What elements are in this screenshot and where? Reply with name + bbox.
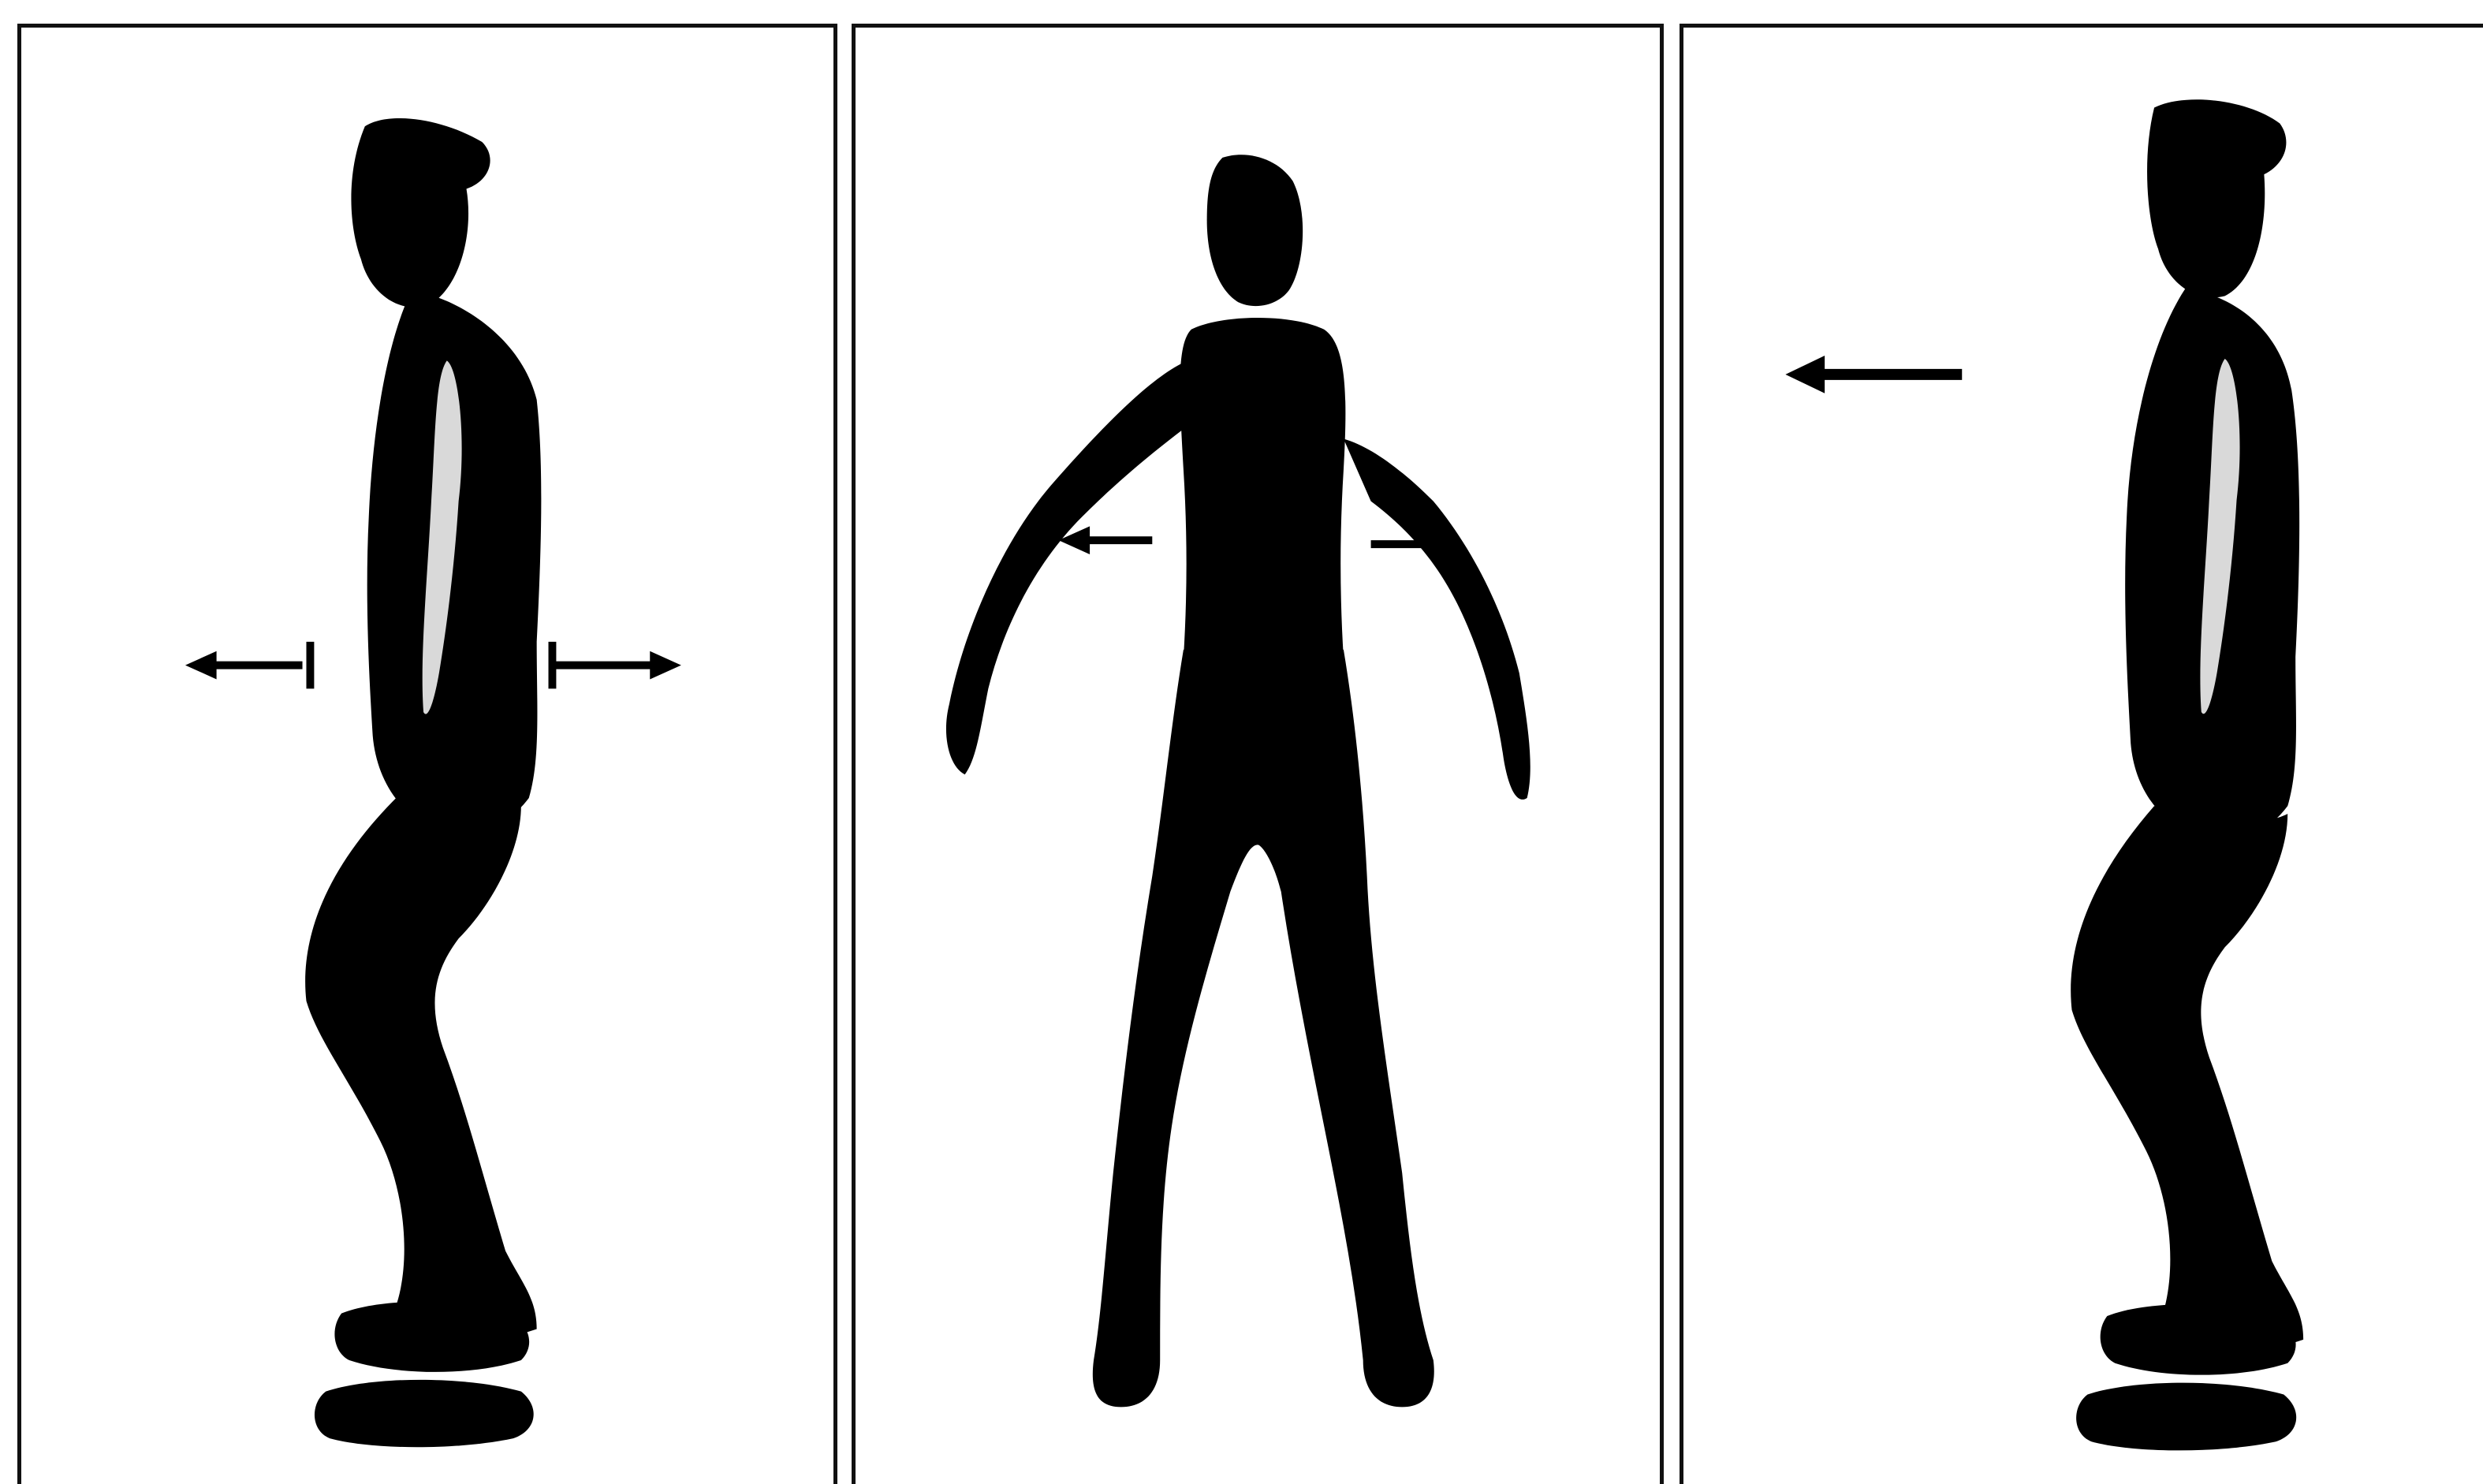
panel-front-view	[852, 24, 1664, 1484]
person-silhouette-side-2	[1683, 28, 2483, 1484]
arrow-left-icon	[185, 642, 310, 688]
arrow-left-icon	[1785, 356, 1962, 393]
arrow-right-icon	[552, 642, 680, 688]
panel-side-view-1	[17, 24, 837, 1484]
person-silhouette-front	[856, 28, 1660, 1484]
arrow-left-icon	[1058, 526, 1152, 554]
panel-side-view-2	[1680, 24, 2483, 1484]
person-silhouette-side-1	[21, 28, 833, 1484]
